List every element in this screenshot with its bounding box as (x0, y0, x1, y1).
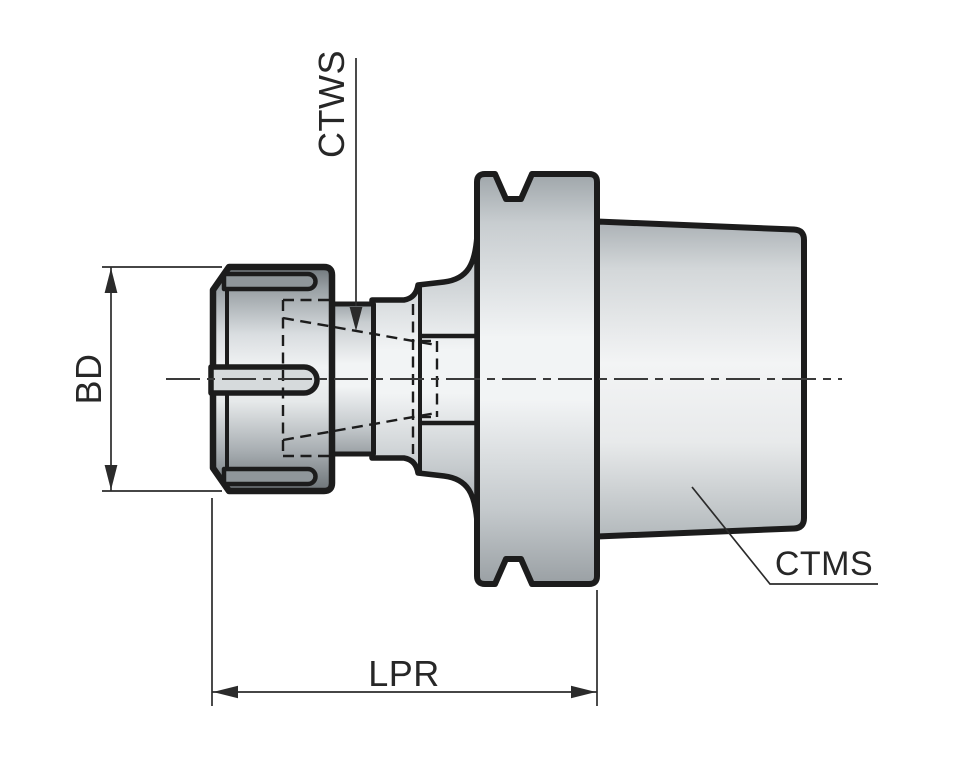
bd-label: BD (68, 353, 109, 404)
ctws-label: CTWS (311, 50, 352, 158)
ctms-callout: CTMS (691, 486, 878, 585)
nut-bottom-slot (221, 466, 318, 487)
collet-taper-top-hidden (282, 316, 437, 347)
bd-arrow-up (104, 268, 118, 293)
bd-dimension: BD (68, 266, 222, 492)
nut-top-slot (221, 271, 318, 292)
ctms-label: CTMS (775, 545, 873, 583)
bd-arrow-down (104, 465, 118, 490)
gripper-flange (474, 171, 600, 587)
ctws-arrow-down (349, 307, 363, 331)
ctws-callout: CTWS (311, 50, 363, 331)
lpr-label: LPR (368, 653, 440, 694)
lpr-arrow-left (213, 685, 238, 699)
lpr-arrow-right (571, 685, 596, 699)
lpr-dimension: LPR (211, 498, 598, 706)
neck-collar-body (369, 233, 480, 525)
ctms-leader-line (691, 486, 878, 585)
collet-taper-bottom-hidden (282, 411, 437, 442)
